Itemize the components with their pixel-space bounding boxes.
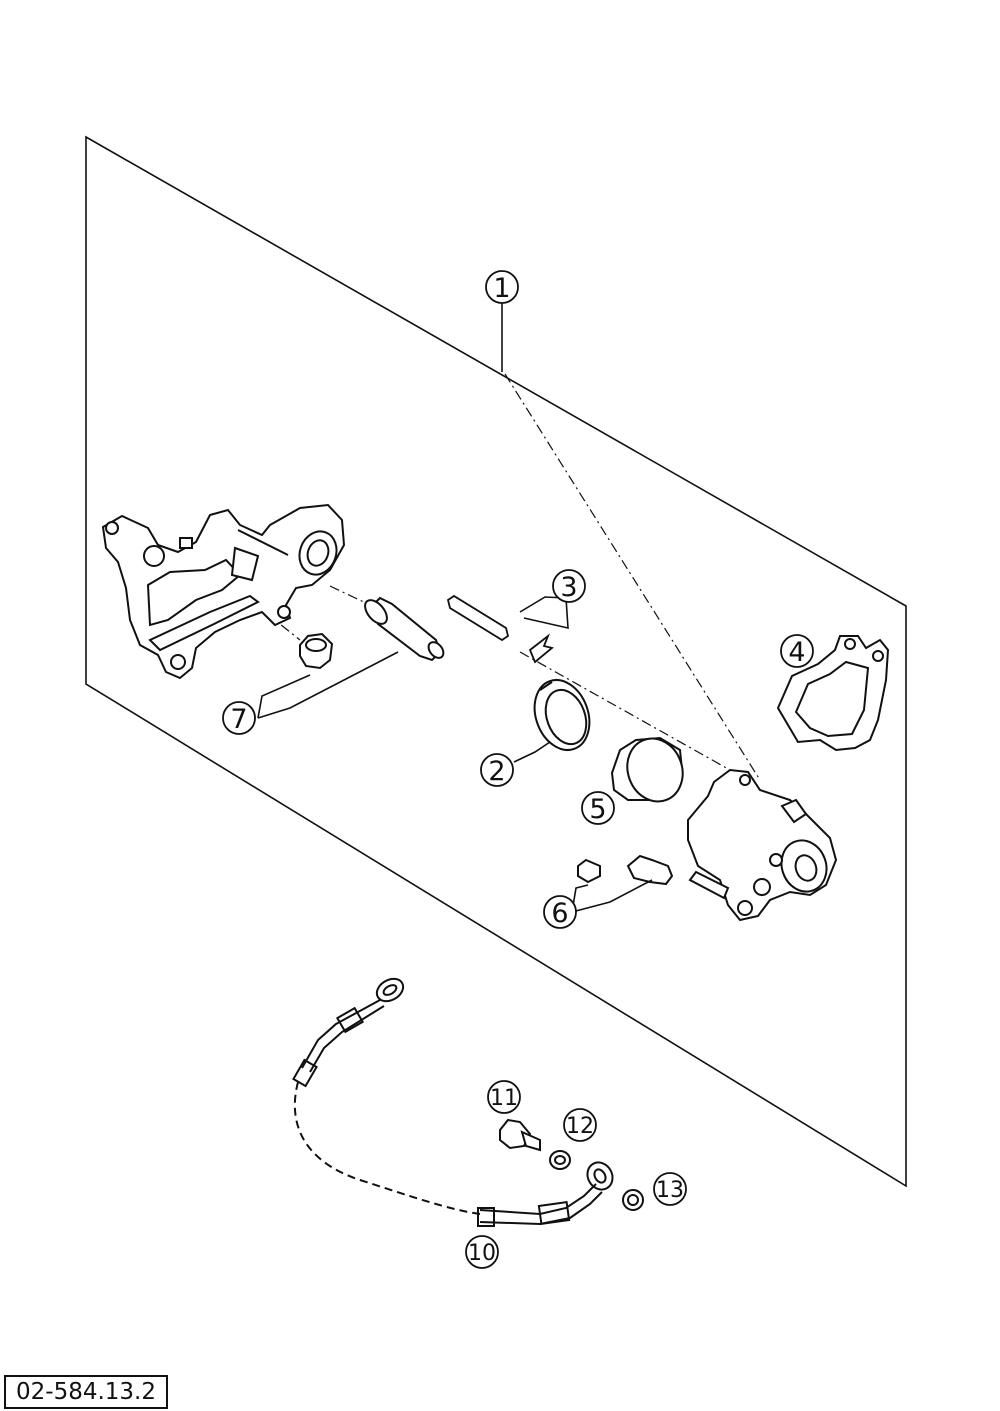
callout-label: 4: [788, 637, 805, 668]
callout-2: 2: [480, 753, 514, 787]
banjo-bolt: [499, 1118, 541, 1152]
callout-label: 11: [490, 1086, 518, 1111]
callout-label: 3: [560, 572, 577, 603]
seal-ring: [533, 679, 591, 751]
callout-11: 11: [487, 1080, 521, 1114]
callout-13: 13: [653, 1172, 687, 1206]
washers: [549, 1150, 644, 1211]
callout-label: 6: [551, 898, 568, 929]
callout-label: 7: [230, 704, 247, 735]
callout-label: 1: [493, 273, 510, 304]
axis-lines: [249, 373, 761, 781]
callout-3: 3: [552, 569, 586, 603]
guide-pin: [364, 596, 445, 662]
pad-pin: [446, 594, 554, 664]
callout-label: 5: [589, 794, 606, 825]
callout-6: 6: [543, 895, 577, 929]
brake-pads: [776, 635, 890, 752]
callout-5: 5: [581, 791, 615, 825]
brake-hose: [292, 977, 614, 1227]
callout-4: 4: [780, 634, 814, 668]
callout-10: 10: [465, 1235, 499, 1269]
assembly-frame: [85, 135, 907, 1188]
callout-label: 2: [488, 756, 505, 787]
callout-1: 1: [485, 270, 519, 304]
caliper-body: [687, 768, 838, 922]
callout-12: 12: [563, 1108, 597, 1142]
callout-label: 10: [468, 1241, 496, 1266]
bleeder-parts: [577, 854, 674, 886]
piston: [610, 736, 684, 803]
pin-boot: [299, 632, 334, 670]
caliper-bracket: [101, 503, 346, 680]
document-code: 02-584.13.2: [4, 1375, 168, 1409]
callout-label: 12: [566, 1114, 594, 1139]
callout-label: 13: [656, 1178, 684, 1203]
callout-7: 7: [222, 701, 256, 735]
